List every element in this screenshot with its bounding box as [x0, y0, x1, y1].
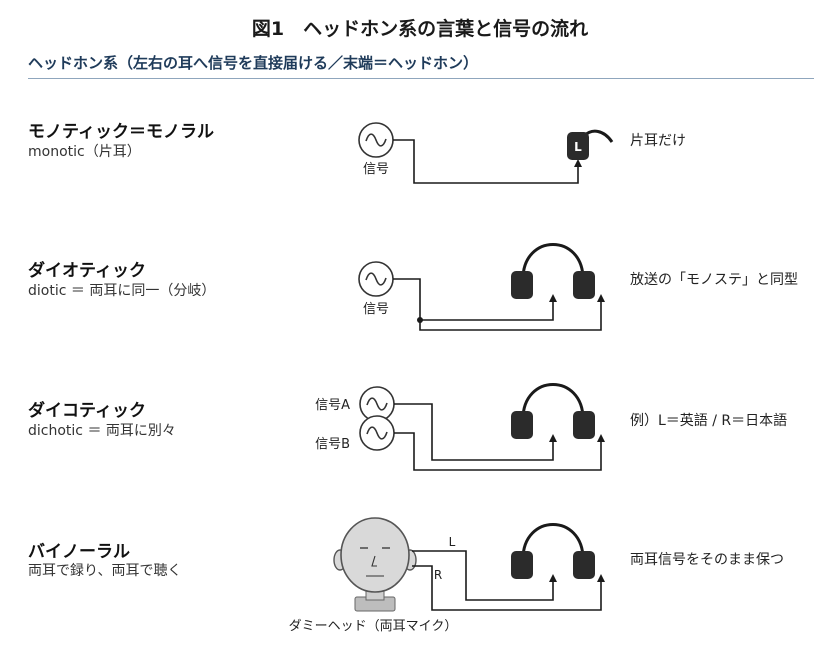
row-binaural-note: 両耳信号をそのまま保つ [630, 552, 784, 568]
row-diotic-left-label: L [549, 279, 557, 293]
row-binaural-channel-left: L [449, 535, 456, 549]
figure-title: 図1 ヘッドホン系の言葉と信号の流れ [251, 18, 589, 40]
row-dichotic-title: ダイコティック [28, 401, 146, 421]
row-dichotic-diagram: 信号A 信号B L R [315, 383, 608, 471]
row-binaural-subtitle: 両耳で録り、両耳で聴く [28, 563, 182, 579]
row-diotic-diagram: 信号 L R [358, 243, 608, 331]
headphone-icon: L R [509, 383, 608, 441]
sine-source-icon [358, 122, 394, 158]
row-dichotic-source-b-label: 信号B [315, 437, 350, 452]
row-diotic-title: ダイオティック [28, 261, 146, 281]
row-binaural-dummy-head-label: ダミーヘッド（両耳マイク） [289, 619, 458, 634]
row-monotic-source-label: 信号 [363, 162, 389, 177]
row-binaural-diagram: ダミーヘッド（両耳マイク） L R L R [289, 517, 608, 634]
row-binaural-right-line [412, 565, 605, 611]
row-diotic-subtitle: diotic ＝ 両耳に同一（分岐） [28, 283, 216, 299]
row-binaural-left-label: L [549, 559, 557, 573]
row-monotic-left-label: L [574, 140, 582, 154]
row-binaural-right-label: R [598, 559, 607, 573]
row-monotic-title: モノティック＝モノラル [28, 122, 214, 142]
row-monotic-signal-line [393, 139, 582, 184]
row-diotic-split-node [417, 317, 423, 323]
header-divider [28, 78, 814, 79]
sine-source-icon [359, 415, 395, 451]
sine-source-icon [358, 261, 394, 297]
row-binaural-left-line [412, 550, 557, 601]
row-dichotic-left-label: L [549, 419, 557, 433]
row-dichotic-right-label: R [598, 419, 607, 433]
figure-subtitle: ヘッドホン系（左右の耳へ信号を直接届ける／末端＝ヘッドホン） [28, 54, 479, 72]
row-binaural-title: バイノーラル [28, 542, 130, 562]
row-diotic-right-line [419, 294, 605, 331]
row-dichotic-source-a-label: 信号A [315, 398, 350, 413]
row-diotic-note: 放送の「モノステ」と同型 [630, 272, 798, 288]
row-diotic-source-label: 信号 [363, 302, 389, 317]
row-dichotic-subtitle: dichotic ＝ 両耳に別々 [28, 423, 176, 439]
row-diotic-right-label: R [598, 279, 607, 293]
headphone-icon: L R [509, 523, 608, 581]
dummy-head-icon [333, 517, 417, 612]
headphone-icon: L R [509, 243, 608, 301]
row-dichotic-note: 例）L＝英語 / R＝日本語 [630, 413, 788, 429]
row-monotic-diagram: 信号 L [358, 122, 614, 184]
earpiece-icon: L [567, 129, 614, 160]
row-binaural-channel-right: R [434, 568, 442, 582]
row-monotic-subtitle: monotic（片耳） [28, 144, 141, 160]
row-dichotic-right-line [394, 432, 605, 471]
row-dichotic-left-line [394, 403, 557, 461]
row-monotic-note: 片耳だけ [630, 133, 686, 149]
